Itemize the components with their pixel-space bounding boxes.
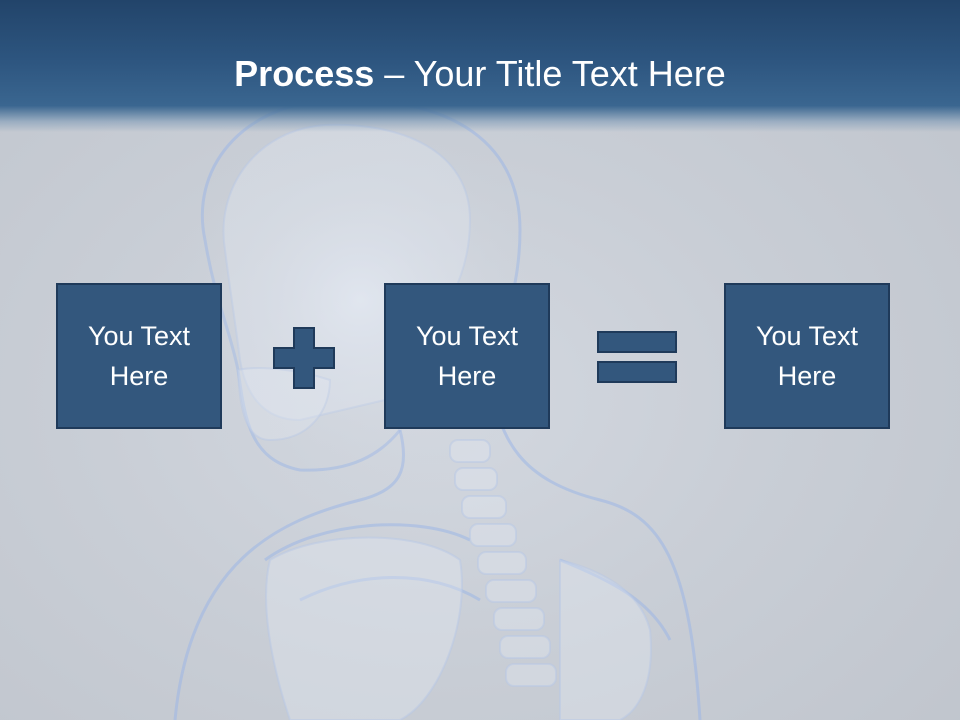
- process-box-2[interactable]: You Text Here: [384, 283, 550, 429]
- process-box-3[interactable]: You Text Here: [724, 283, 890, 429]
- title-band: [0, 0, 960, 132]
- process-box-3-text: You Text Here: [755, 321, 859, 391]
- slide-title: Process – Your Title Text Here: [0, 52, 960, 96]
- process-box-2-text: You Text Here: [415, 321, 519, 391]
- plus-icon: [273, 327, 335, 389]
- equals-icon: [597, 331, 677, 383]
- title-rest: – Your Title Text Here: [374, 53, 726, 94]
- title-bold: Process: [234, 53, 375, 94]
- process-box-1[interactable]: You Text Here: [56, 283, 222, 429]
- process-box-1-text: You Text Here: [87, 321, 191, 391]
